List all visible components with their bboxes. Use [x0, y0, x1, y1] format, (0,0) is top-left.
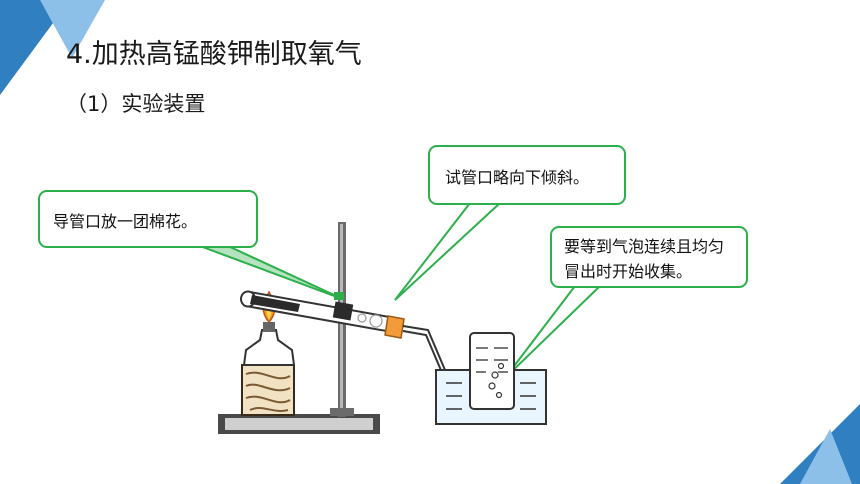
- callout-tube-tilt: 试管口略向下倾斜。: [428, 145, 626, 205]
- callout-pointers: [199, 202, 601, 379]
- corner-decoration-bottom-right: [780, 404, 860, 484]
- test-tube: [240, 290, 405, 339]
- gas-collecting-bottle: [469, 332, 515, 410]
- slide-title: 4.加热高锰酸钾制取氧气: [66, 39, 362, 70]
- callout-collect-gas: 要等到气泡连续且均匀冒出时开始收集。: [550, 226, 748, 288]
- corner-decoration-top-left: [0, 0, 105, 95]
- slide-subtitle: （1）实验装置: [66, 92, 206, 116]
- callout-cotton: 导管口放一团棉花。: [38, 190, 258, 248]
- wooden-block: [241, 364, 295, 416]
